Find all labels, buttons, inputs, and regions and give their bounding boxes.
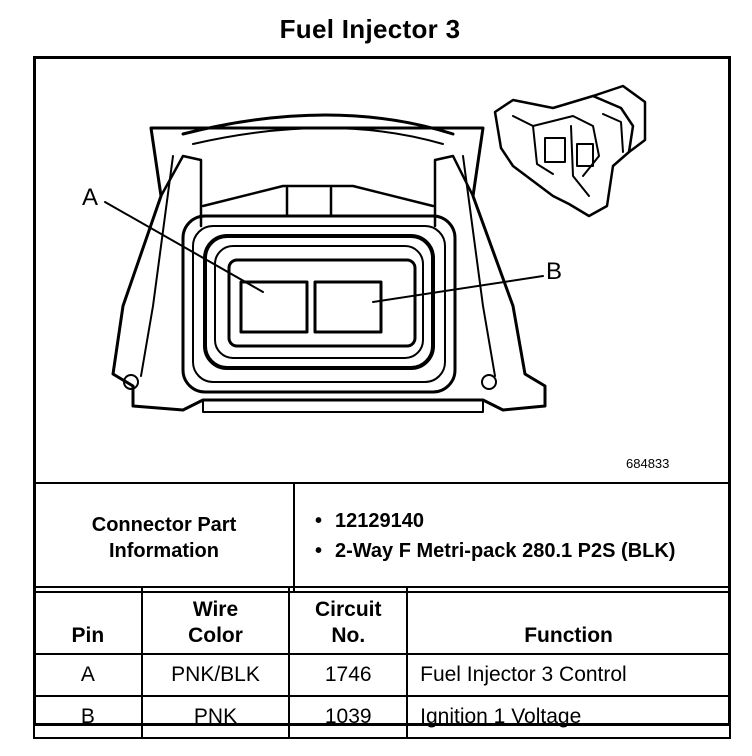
figure-number: 684833 xyxy=(626,456,670,471)
connector-drawing xyxy=(104,84,647,413)
connector-part-info-values: 12129140 2-Way F Metri-pack 280.1 P2S (B… xyxy=(293,482,731,593)
function-cell: Fuel Injector 3 Control xyxy=(406,653,731,697)
wire-color-cell: PNK xyxy=(140,695,291,739)
header-wire-color: Wire Color xyxy=(140,586,291,655)
table-row: B PNK 1039 Ignition 1 Voltage xyxy=(33,695,731,739)
page-title: Fuel Injector 3 xyxy=(279,14,461,44)
callout-b-label: B xyxy=(546,258,563,285)
function-cell: Ignition 1 Voltage xyxy=(406,695,731,739)
connector-part-info-label: Connector Part Information xyxy=(33,482,295,593)
header-pin: Pin xyxy=(33,586,143,655)
part-number: 12129140 xyxy=(315,508,729,534)
header-circuit-no: Circuit No. xyxy=(288,586,409,655)
connector-part-info-table: Connector Part Information 12129140 2-Wa… xyxy=(33,482,731,593)
wire-color-cell: PNK/BLK xyxy=(140,653,291,697)
table-row: A PNK/BLK 1746 Fuel Injector 3 Control xyxy=(33,653,731,697)
circuit-cell: 1746 xyxy=(288,653,409,697)
pin-table-header: Pin Wire Color Circuit No. Function xyxy=(33,586,731,655)
pin-table: Pin Wire Color Circuit No. Function A PN… xyxy=(33,586,731,739)
header-function: Function xyxy=(406,586,731,655)
pin-cell: B xyxy=(33,695,143,739)
connector-type: 2-Way F Metri-pack 280.1 P2S (BLK) xyxy=(315,538,729,564)
circuit-cell: 1039 xyxy=(288,695,409,739)
pin-cell: A xyxy=(33,653,143,697)
callout-a-label: A xyxy=(82,184,99,211)
